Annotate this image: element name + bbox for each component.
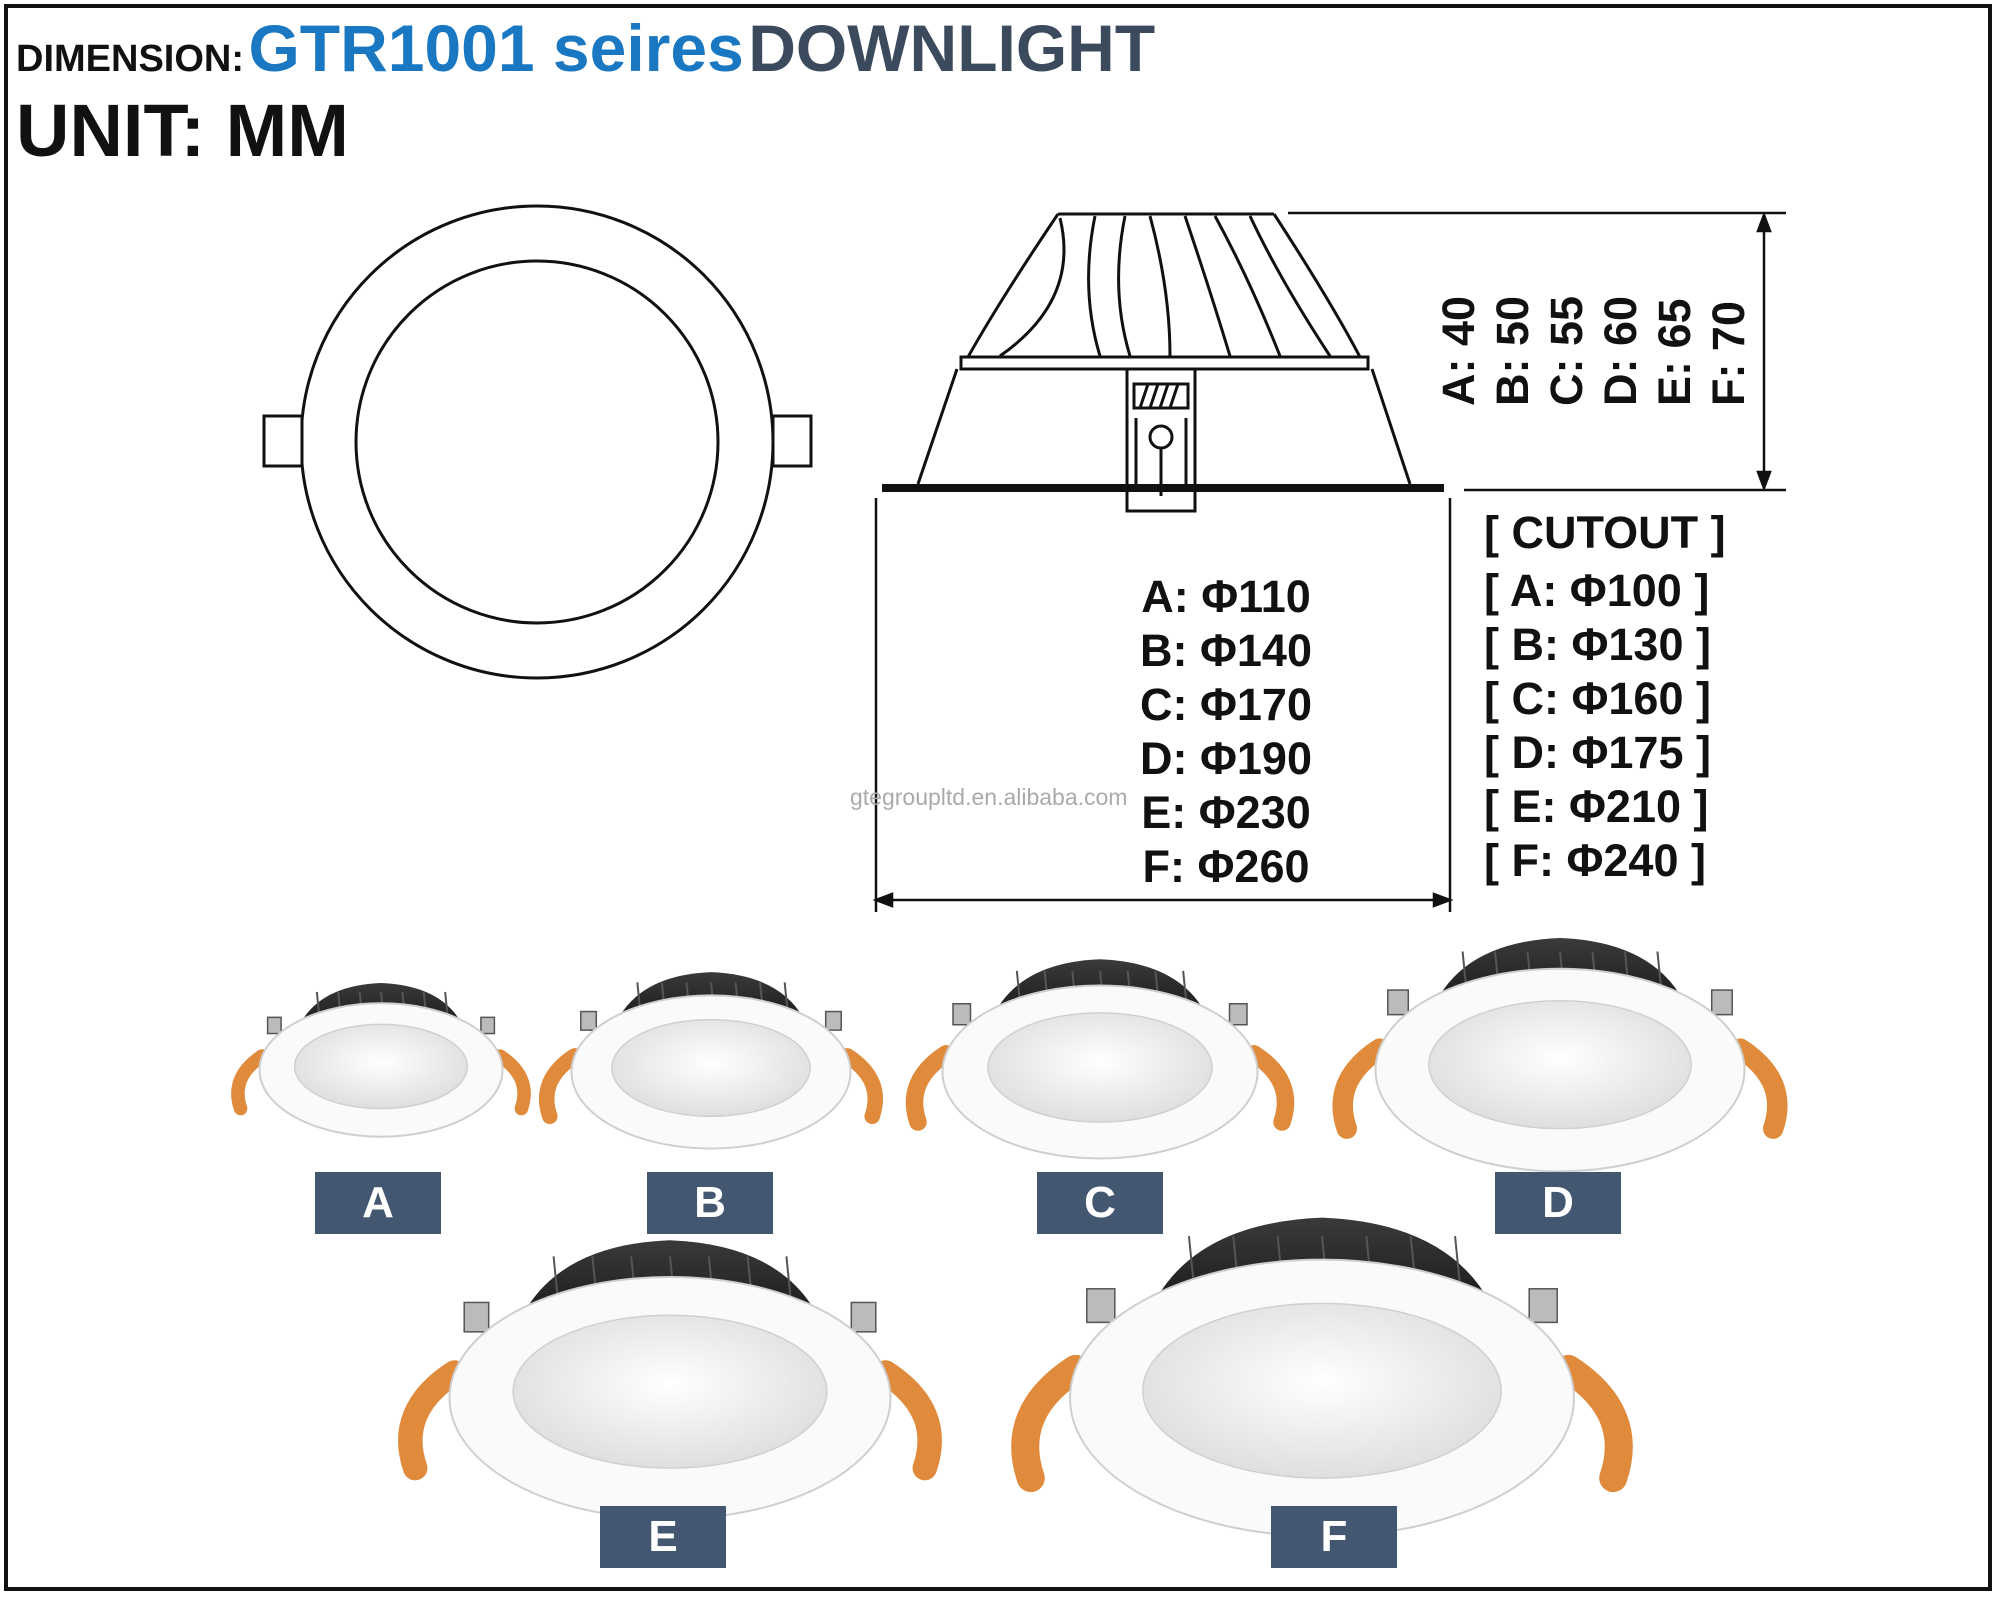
cutout-b: [ B: Φ130 ]: [1484, 619, 1711, 670]
badge-e: E: [600, 1506, 726, 1568]
model-name: GTR1001 seires: [248, 11, 744, 85]
width-dimension: [872, 498, 1454, 912]
height-c: C: 55: [1541, 296, 1592, 407]
height-f: F: 70: [1703, 301, 1754, 407]
downlight-photo-f: [1011, 1217, 1633, 1538]
cutout-c: [ C: Φ160 ]: [1484, 673, 1711, 724]
height-a: A: 40: [1433, 296, 1484, 407]
unit-label: UNIT: MM: [16, 89, 349, 172]
diameter-list: A: Φ110 B: Φ140 C: Φ170 D: Φ190 E: Φ230 …: [1086, 570, 1366, 894]
side-view-drawing: [916, 212, 1412, 513]
downlight-photo-a: [231, 983, 531, 1138]
height-b: B: 50: [1487, 296, 1538, 407]
cutout-d: [ D: Φ175 ]: [1484, 727, 1711, 778]
cutout-e: [ E: Φ210 ]: [1484, 781, 1709, 832]
badge-c: C: [1037, 1172, 1163, 1234]
badge-d: D: [1495, 1172, 1621, 1234]
ceiling-line: [882, 484, 1444, 492]
cutout-a: [ A: Φ100 ]: [1484, 565, 1710, 616]
badge-f: F: [1271, 1506, 1397, 1568]
page-title: DIMENSION: GTR1001 seires DOWNLIGHT: [16, 10, 1155, 86]
diameter-b: B: Φ140: [1139, 625, 1312, 676]
dimension-label: DIMENSION:: [16, 38, 244, 80]
cutout-f: [ F: Φ240 ]: [1484, 835, 1706, 886]
diameter-d: D: Φ190: [1139, 733, 1312, 784]
downlight-photo-c: [905, 959, 1295, 1160]
height-d: D: 60: [1595, 296, 1646, 407]
cutout-title: [ CUTOUT ]: [1484, 507, 1726, 558]
outer-frame: [4, 4, 1992, 1591]
diameter-a: A: Φ110: [1141, 571, 1311, 622]
top-view-drawing: [262, 204, 813, 680]
cutout-list: [ CUTOUT ] [ A: Φ100 ] [ B: Φ130 ] [ C: …: [1484, 506, 1726, 888]
downlight-photo-b: [538, 972, 884, 1150]
watermark: gtegroupltd.en.alibaba.com: [850, 784, 1128, 810]
badge-b: B: [647, 1172, 773, 1234]
product-name: DOWNLIGHT: [748, 11, 1156, 85]
downlight-photo-e: [398, 1240, 942, 1521]
diameter-f: F: Φ260: [1142, 841, 1310, 892]
diameter-e: E: Φ230: [1141, 787, 1311, 838]
height-e: E: 65: [1649, 298, 1700, 407]
height-list: A: 40 B: 50 C: 55 D: 60 E: 65 F: 70: [1433, 296, 1754, 407]
height-dimension: [1288, 211, 1786, 492]
badge-a: A: [315, 1172, 441, 1234]
diameter-c: C: Φ170: [1139, 679, 1312, 730]
downlight-photo-d: [1332, 937, 1788, 1173]
